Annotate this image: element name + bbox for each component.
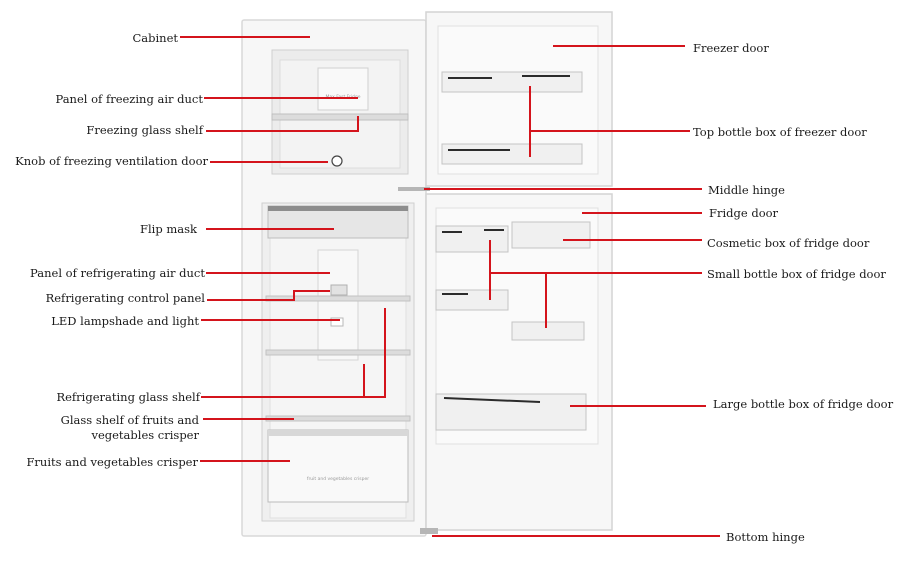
crisper-drawer xyxy=(267,429,409,503)
label-fruits-vegetables-crisper: Fruits and vegetables crisper xyxy=(26,455,198,469)
label-freezing-glass-shelf: Freezing glass shelf xyxy=(86,123,203,137)
refrigerating-shelf-2 xyxy=(265,349,411,356)
refrigerating-air-duct-panel xyxy=(317,249,359,361)
small-bottle-box-right xyxy=(511,321,585,341)
ventilation-knob xyxy=(331,155,343,167)
freezer-glass-shelf xyxy=(271,113,409,121)
middle-hinge-shape xyxy=(398,187,430,191)
label-large-bottle-box-fridge-door: Large bottle box of fridge door xyxy=(713,397,894,411)
label-middle-hinge: Middle hinge xyxy=(708,183,785,197)
label-panel-freezing-air-duct: Panel of freezing air duct xyxy=(55,92,203,106)
freezer-bottle-box-bottom xyxy=(441,143,583,165)
leader-refrig-shelf xyxy=(201,308,386,398)
led-lamp-shape xyxy=(330,317,344,327)
label-panel-refrigerating-air-duct: Panel of refrigerating air duct xyxy=(30,266,205,280)
label-freezer-door: Freezer door xyxy=(693,41,769,55)
label-flip-mask: Flip mask xyxy=(140,222,197,236)
label-top-bottle-box-freezer-door: Top bottle box of freezer door xyxy=(693,125,867,139)
label-refrigerating-glass-shelf: Refrigerating glass shelf xyxy=(56,390,200,404)
label-cabinet: Cabinet xyxy=(132,31,178,45)
leader-control-panel xyxy=(207,290,330,301)
label-glass-shelf-crisper-line2: vegetables crisper xyxy=(91,428,199,442)
bottom-hinge-shape xyxy=(420,528,438,534)
leader-lines xyxy=(180,36,720,537)
leader-freezer-shelf xyxy=(206,116,359,132)
label-knob-freezing-ventilation-door: Knob of freezing ventilation door xyxy=(15,154,208,168)
label-cosmetic-box-fridge-door: Cosmetic box of fridge door xyxy=(707,236,870,250)
label-small-bottle-box-fridge-door: Small bottle box of fridge door xyxy=(707,267,886,281)
label-fridge-door: Fridge door xyxy=(709,206,779,220)
refrigerating-shelf-1 xyxy=(265,295,411,302)
control-panel-shape xyxy=(330,284,348,296)
freezer-air-duct-panel xyxy=(317,67,369,111)
label-bottom-hinge: Bottom hinge xyxy=(726,530,805,544)
label-led-lampshade-light: LED lampshade and light xyxy=(51,314,199,328)
label-refrigerating-control-panel: Refrigerating control panel xyxy=(45,291,205,305)
label-glass-shelf-crisper-line1: Glass shelf of fruits and xyxy=(60,413,199,427)
crisper-tag: fruit and vegetables crisper xyxy=(307,476,369,482)
cosmetic-box-shape xyxy=(511,221,591,249)
